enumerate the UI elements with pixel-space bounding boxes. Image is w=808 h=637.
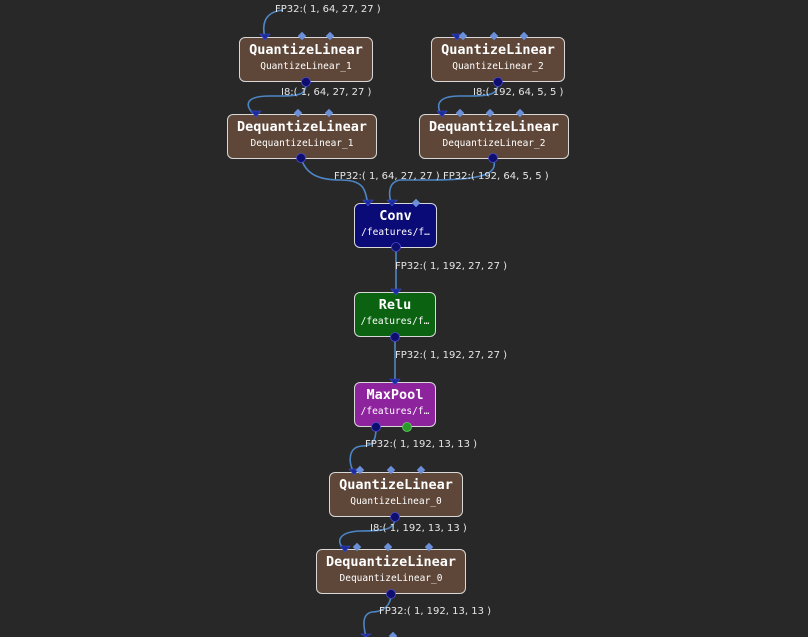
node-name: DequantizeLinear_2 bbox=[442, 138, 546, 149]
edge-quantizelinear-2-to-dequantizelinear-2 bbox=[437, 81, 499, 117]
node-name: /features/f… bbox=[360, 406, 430, 417]
node-name: DequantizeLinear_0 bbox=[339, 573, 443, 584]
node-op-type: DequantizeLinear bbox=[325, 554, 457, 570]
input-port-diamond-icon bbox=[416, 465, 426, 475]
node-name: DequantizeLinear_1 bbox=[250, 138, 354, 149]
input-port-triangle-icon bbox=[389, 378, 401, 386]
edge-quantizelinear-0-to-dequantizelinear-0 bbox=[338, 516, 396, 551]
edge-label-conv-output: FP32:( 1, 192, 27, 27 ) bbox=[395, 261, 508, 272]
input-port-diamond-icon bbox=[458, 31, 468, 41]
edge-label-dequantizelinear-0-output: FP32:( 1, 192, 13, 13 ) bbox=[379, 606, 492, 617]
node-op-type: MaxPool bbox=[366, 387, 424, 403]
input-port-diamond-icon bbox=[515, 108, 525, 118]
edge-label-dequantizelinear-1-output: FP32:( 1, 64, 27, 27 ) bbox=[334, 171, 440, 182]
input-port-diamond-icon bbox=[325, 31, 335, 41]
node-name: /features/f… bbox=[360, 316, 430, 327]
input-port-diamond-icon bbox=[293, 108, 303, 118]
edge-label-quantizelinear-1-output: I8:( 1, 64, 27, 27 ) bbox=[281, 87, 372, 98]
input-port-triangle-icon bbox=[250, 110, 262, 118]
node-quantizelinear-1[interactable]: QuantizeLinear QuantizeLinear_1 bbox=[239, 37, 373, 82]
node-name: QuantizeLinear_2 bbox=[452, 61, 544, 72]
node-conv[interactable]: Conv /features/f… bbox=[354, 203, 437, 248]
edge-dequantizelinear-1-to-conv bbox=[300, 157, 369, 206]
node-name: QuantizeLinear_0 bbox=[350, 496, 442, 507]
input-port-triangle-icon bbox=[359, 633, 373, 637]
edge-label-quantizelinear-2-output: I8:( 192, 64, 5, 5 ) bbox=[473, 87, 564, 98]
node-op-type: DequantizeLinear bbox=[236, 119, 368, 135]
output-port-circle-icon bbox=[390, 512, 400, 522]
edge-maxpool-to-quantizelinear-0 bbox=[349, 427, 377, 474]
input-port-diamond-icon bbox=[355, 465, 365, 475]
node-quantizelinear-2[interactable]: QuantizeLinear QuantizeLinear_2 bbox=[431, 37, 565, 82]
input-port-diamond-icon bbox=[383, 542, 393, 552]
output-port-circle-icon bbox=[391, 242, 401, 252]
output-port-circle-icon bbox=[488, 153, 498, 163]
maxpool-indices-port-icon bbox=[402, 422, 412, 432]
node-maxpool[interactable]: MaxPool /features/f… bbox=[354, 382, 436, 427]
edge-label-relu-output: FP32:( 1, 192, 27, 27 ) bbox=[395, 350, 508, 361]
node-op-type: QuantizeLinear bbox=[249, 42, 363, 58]
node-name: QuantizeLinear_1 bbox=[260, 61, 352, 72]
edge-quantizelinear-1-to-dequantizelinear-1 bbox=[247, 81, 307, 117]
node-op-type: QuantizeLinear bbox=[441, 42, 555, 58]
input-port-diamond-icon bbox=[424, 542, 434, 552]
input-port-diamond-icon bbox=[489, 31, 499, 41]
input-port-diamond-icon bbox=[455, 108, 465, 118]
input-port-triangle-icon bbox=[339, 545, 351, 553]
edge-label-maxpool-output: FP32:( 1, 192, 13, 13 ) bbox=[365, 439, 478, 450]
node-op-type: DequantizeLinear bbox=[428, 119, 560, 135]
input-port-diamond-icon bbox=[411, 198, 421, 208]
input-port-triangle-icon bbox=[390, 288, 402, 296]
input-port-diamond-icon bbox=[297, 31, 307, 41]
output-port-circle-icon bbox=[371, 422, 381, 432]
input-port-triangle-icon bbox=[259, 33, 271, 41]
input-port-triangle-icon bbox=[436, 110, 448, 118]
input-port-diamond-icon bbox=[485, 108, 495, 118]
node-dequantizelinear-2[interactable]: DequantizeLinear DequantizeLinear_2 bbox=[419, 114, 569, 159]
edge-dequantizelinear-2-to-conv bbox=[388, 157, 496, 206]
node-op-type: Relu bbox=[378, 297, 412, 313]
node-quantizelinear-0[interactable]: QuantizeLinear QuantizeLinear_0 bbox=[329, 472, 463, 517]
input-port-diamond-icon bbox=[519, 31, 529, 41]
edge-label-input: FP32:( 1, 64, 27, 27 ) bbox=[275, 4, 381, 15]
output-port-circle-icon bbox=[301, 77, 311, 87]
node-dequantizelinear-0[interactable]: DequantizeLinear DequantizeLinear_0 bbox=[316, 549, 466, 594]
edge-label-quantizelinear-0-output: I8:( 1, 192, 13, 13 ) bbox=[370, 523, 467, 534]
node-relu[interactable]: Relu /features/f… bbox=[354, 292, 436, 337]
node-dequantizelinear-1[interactable]: DequantizeLinear DequantizeLinear_1 bbox=[227, 114, 377, 159]
input-port-diamond-icon bbox=[352, 542, 362, 552]
output-port-circle-icon bbox=[493, 77, 503, 87]
node-name: /features/f… bbox=[361, 227, 430, 238]
input-port-diamond-icon bbox=[324, 108, 334, 118]
output-port-circle-icon bbox=[296, 153, 306, 163]
output-port-circle-icon bbox=[386, 589, 396, 599]
edge-dequantizelinear-0-to-output bbox=[363, 593, 392, 637]
node-op-type: Conv bbox=[379, 208, 412, 224]
input-port-triangle-icon bbox=[362, 199, 374, 207]
edge-label-dequantizelinear-2-output: FP32:( 192, 64, 5, 5 ) bbox=[443, 171, 549, 182]
output-port-circle-icon bbox=[390, 332, 400, 342]
input-port-triangle-icon bbox=[386, 199, 398, 207]
input-port-diamond-icon bbox=[386, 465, 396, 475]
input-port-diamond-icon bbox=[388, 631, 398, 637]
node-op-type: QuantizeLinear bbox=[339, 477, 453, 493]
